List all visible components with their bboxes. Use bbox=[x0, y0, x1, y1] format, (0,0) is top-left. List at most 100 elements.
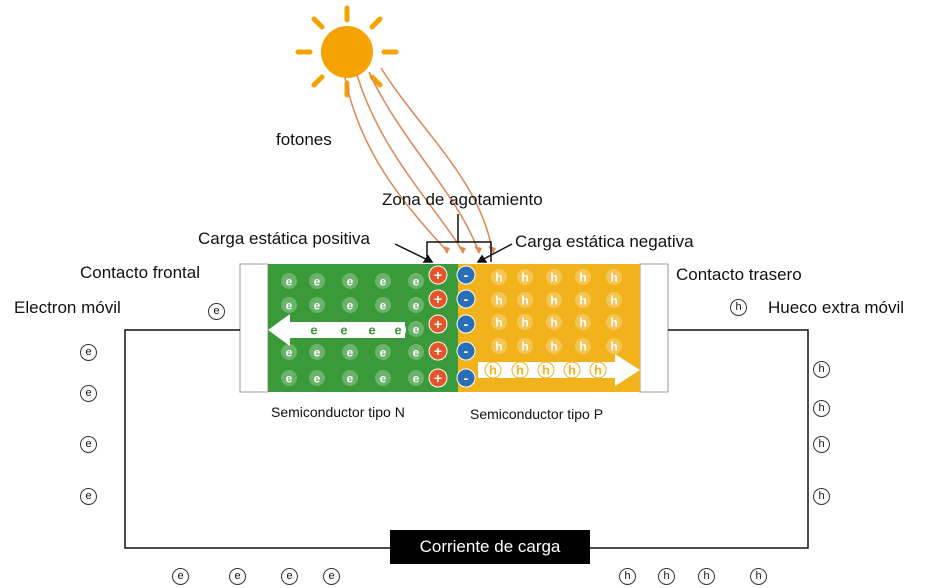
svg-text:e: e bbox=[314, 298, 321, 312]
n-electron: e bbox=[342, 370, 358, 386]
flow-hole: h bbox=[511, 361, 529, 379]
circuit-hole: h bbox=[813, 361, 830, 378]
circuit-electron: e bbox=[80, 436, 97, 453]
svg-text:e: e bbox=[394, 323, 401, 338]
svg-text:h: h bbox=[495, 339, 502, 353]
svg-text:-: - bbox=[464, 267, 469, 283]
positive-ion: + bbox=[428, 368, 448, 388]
svg-text:h: h bbox=[516, 363, 524, 378]
p-hole: h bbox=[546, 314, 562, 330]
svg-text:-: - bbox=[464, 343, 469, 359]
svg-text:h: h bbox=[521, 270, 528, 284]
circuit-electron: e bbox=[323, 568, 340, 585]
p-hole: h bbox=[606, 314, 622, 330]
n-electron: e bbox=[342, 297, 358, 313]
p-hole: h bbox=[517, 338, 533, 354]
svg-text:h: h bbox=[489, 363, 497, 378]
flow-electron: e bbox=[364, 322, 380, 338]
circuit-electron: e bbox=[172, 568, 189, 585]
positive-charge-label: Carga estática positiva bbox=[198, 229, 370, 248]
flow-electron: e bbox=[390, 322, 406, 338]
svg-text:e: e bbox=[347, 298, 354, 312]
p-hole: h bbox=[491, 338, 507, 354]
svg-text:h: h bbox=[594, 363, 602, 378]
circuit-hole: h bbox=[698, 568, 715, 585]
n-electron: e bbox=[375, 297, 391, 313]
svg-text:h: h bbox=[610, 270, 617, 284]
negative-ion: - bbox=[456, 265, 476, 285]
svg-text:h: h bbox=[579, 315, 586, 329]
n-electron: e bbox=[281, 297, 297, 313]
svg-text:h: h bbox=[550, 315, 557, 329]
svg-text:e: e bbox=[310, 323, 317, 338]
svg-text:e: e bbox=[347, 274, 354, 288]
positive-ion: + bbox=[428, 289, 448, 309]
n-electron: e bbox=[408, 321, 424, 337]
circuit-electron: e bbox=[80, 488, 97, 505]
positive-ion: + bbox=[428, 265, 448, 285]
circuit-electron: e bbox=[281, 568, 298, 585]
static-charges: +-+-+-+-+- bbox=[428, 265, 476, 388]
circuit-electron: e bbox=[80, 385, 97, 402]
mobile-electron-label: Electron móvil bbox=[14, 298, 121, 317]
back-contact bbox=[639, 263, 669, 393]
p-hole: h bbox=[546, 292, 562, 308]
p-hole: h bbox=[575, 292, 591, 308]
n-electron: e bbox=[342, 273, 358, 289]
p-hole: h bbox=[575, 314, 591, 330]
n-electron: e bbox=[375, 344, 391, 360]
svg-text:e: e bbox=[380, 298, 387, 312]
circuit-hole: h bbox=[730, 299, 747, 316]
pointer-arrows bbox=[394, 243, 513, 263]
negative-charge-label: Carga estática negativa bbox=[515, 232, 694, 251]
p-hole: h bbox=[575, 338, 591, 354]
negative-ion: - bbox=[456, 314, 476, 334]
svg-text:e: e bbox=[347, 371, 354, 385]
svg-text:+: + bbox=[434, 370, 442, 386]
n-electron: e bbox=[408, 297, 424, 313]
svg-text:h: h bbox=[495, 270, 502, 284]
n-semiconductor-label: Semiconductor tipo N bbox=[271, 404, 405, 420]
svg-text:e: e bbox=[380, 274, 387, 288]
p-hole: h bbox=[546, 269, 562, 285]
svg-text:e: e bbox=[413, 298, 420, 312]
svg-text:h: h bbox=[568, 363, 576, 378]
p-hole: h bbox=[606, 292, 622, 308]
p-hole: h bbox=[491, 292, 507, 308]
svg-text:e: e bbox=[368, 323, 375, 338]
svg-text:e: e bbox=[340, 323, 347, 338]
svg-text:e: e bbox=[380, 345, 387, 359]
p-hole: h bbox=[517, 292, 533, 308]
n-electron: e bbox=[309, 344, 325, 360]
p-hole: h bbox=[606, 269, 622, 285]
svg-text:h: h bbox=[550, 293, 557, 307]
svg-text:h: h bbox=[610, 315, 617, 329]
sun-icon bbox=[295, 5, 399, 98]
svg-text:-: - bbox=[464, 316, 469, 332]
svg-text:h: h bbox=[542, 363, 550, 378]
svg-text:+: + bbox=[434, 267, 442, 283]
p-hole: h bbox=[546, 338, 562, 354]
p-hole: h bbox=[491, 314, 507, 330]
depletion-zone-bracket bbox=[426, 241, 492, 262]
svg-text:h: h bbox=[579, 293, 586, 307]
svg-text:h: h bbox=[495, 293, 502, 307]
svg-text:h: h bbox=[579, 270, 586, 284]
n-electron: e bbox=[309, 273, 325, 289]
circuit-hole: h bbox=[750, 568, 767, 585]
svg-text:e: e bbox=[286, 371, 293, 385]
n-electron: e bbox=[281, 370, 297, 386]
p-hole: h bbox=[491, 269, 507, 285]
circuit-electron: e bbox=[208, 303, 225, 320]
p-semiconductor-label: Semiconductor tipo P bbox=[470, 406, 604, 422]
svg-text:e: e bbox=[347, 345, 354, 359]
svg-text:h: h bbox=[610, 339, 617, 353]
p-hole: h bbox=[606, 338, 622, 354]
n-electron: e bbox=[309, 370, 325, 386]
